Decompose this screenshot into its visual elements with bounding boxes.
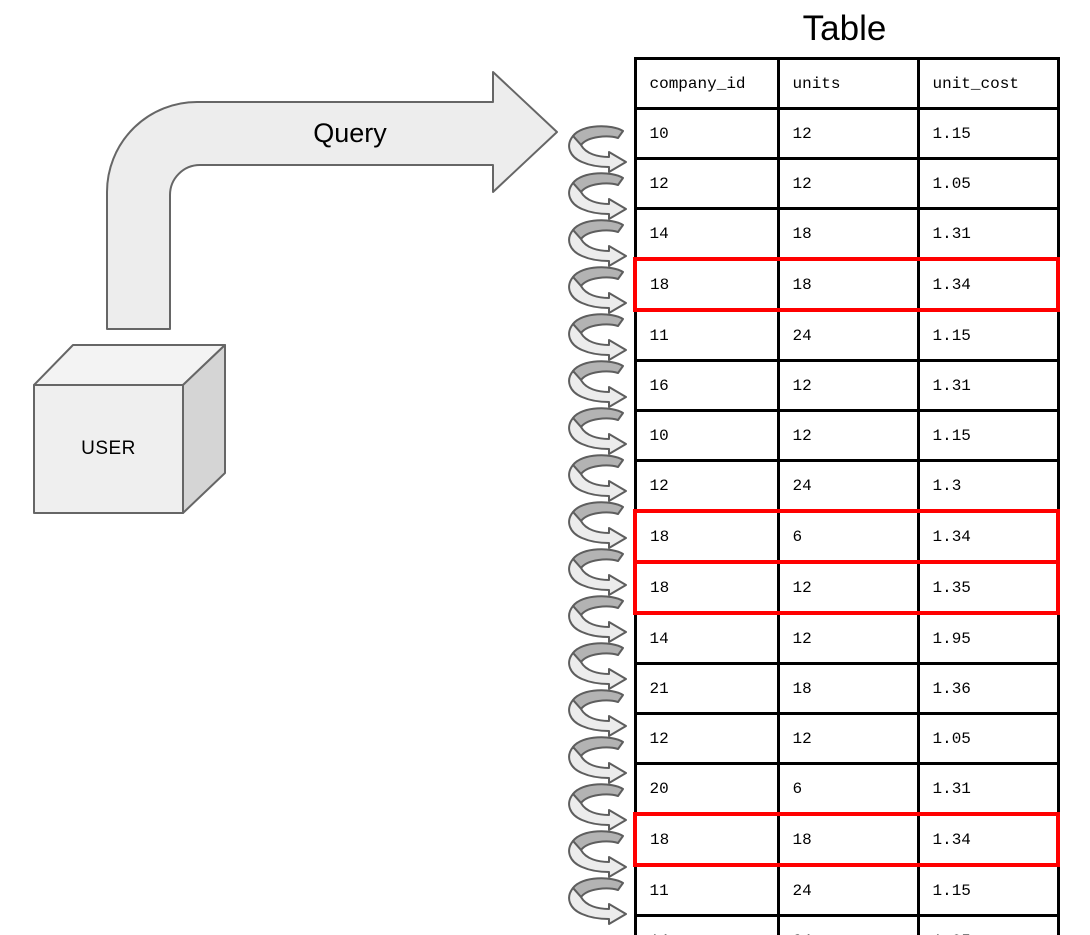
table-title: Table — [802, 9, 887, 48]
table-cell: 1.35 — [916, 560, 1060, 615]
loop-arrow-icon — [568, 830, 627, 878]
table-cell: 12 — [776, 359, 920, 412]
table-cell: 14 — [633, 611, 780, 665]
table-cell: 1.34 — [916, 812, 1060, 867]
loop-arrow-icon — [568, 877, 627, 925]
table-cell: 18 — [776, 207, 920, 261]
table-cell: 18 — [633, 257, 780, 312]
user-box-front-face — [33, 384, 184, 514]
table-cell: 12 — [776, 157, 920, 210]
column-header-unit-cost: unit_cost — [916, 57, 1060, 110]
table-cell: 12 — [776, 560, 920, 615]
loop-arrow-icon — [568, 125, 627, 173]
column-header-units: units — [776, 57, 920, 110]
table-cell: 16 — [633, 359, 780, 412]
table-cell: 1.31 — [916, 762, 1060, 816]
table-cell: 1.15 — [916, 107, 1060, 160]
table-cell: 12 — [633, 712, 780, 765]
table-cell: 11 — [633, 863, 780, 917]
table-cell: 1.31 — [916, 359, 1060, 412]
table-cell: 1.34 — [916, 509, 1060, 564]
loop-arrow-icon — [568, 219, 627, 267]
table-cell: 10 — [633, 409, 780, 462]
table-cell: 18 — [776, 662, 920, 715]
query-arrow-label: Query — [313, 117, 387, 148]
column-header-company-id: company_id — [633, 57, 780, 110]
table-cell: 18 — [633, 509, 780, 564]
table-cell: 18 — [633, 812, 780, 867]
loop-arrow-icon — [568, 783, 627, 831]
table-cell: 1.15 — [916, 409, 1060, 462]
loop-arrow-icon — [568, 313, 627, 361]
table-cell: 1.3 — [916, 459, 1060, 513]
table-cell: 21 — [633, 662, 780, 715]
table-cell: 24 — [776, 914, 920, 935]
table-cell: 14 — [633, 914, 780, 935]
table-cell: 1.15 — [916, 308, 1060, 362]
loop-arrow-icon — [568, 172, 627, 220]
loop-arrow-icon — [568, 548, 627, 596]
table-cell: 1.05 — [916, 914, 1060, 935]
table-cell: 6 — [776, 762, 920, 816]
loop-arrow-icon — [568, 689, 627, 737]
loop-arrows-column — [568, 125, 627, 925]
table-cell: 12 — [633, 459, 780, 513]
table-header-row: company_id units unit_cost — [633, 57, 1060, 110]
table-cell: 1.95 — [916, 611, 1060, 665]
table-cell: 24 — [776, 308, 920, 362]
table-cell: 1.31 — [916, 207, 1060, 261]
table-cell: 6 — [776, 509, 920, 564]
table-cell: 12 — [776, 107, 920, 160]
loop-arrow-icon — [568, 454, 627, 502]
table-cell: 12 — [633, 157, 780, 210]
loop-arrow-icon — [568, 407, 627, 455]
table-cell: 1.15 — [916, 863, 1060, 917]
table-cell: 12 — [776, 409, 920, 462]
table-cell: 18 — [633, 560, 780, 615]
table-row: 14241.05 — [633, 914, 1060, 935]
table-cell: 24 — [776, 863, 920, 917]
loop-arrow-icon — [568, 595, 627, 643]
table-cell: 18 — [776, 257, 920, 312]
query-arrow — [106, 71, 558, 330]
loop-arrow-icon — [568, 360, 627, 408]
table-cell: 18 — [776, 812, 920, 867]
table-cell: 1.36 — [916, 662, 1060, 715]
user-box — [33, 344, 226, 514]
loop-arrow-icon — [568, 501, 627, 549]
table-cell: 12 — [776, 611, 920, 665]
loop-arrow-icon — [568, 266, 627, 314]
table-cell: 14 — [633, 207, 780, 261]
table-cell: 11 — [633, 308, 780, 362]
table-cell: 24 — [776, 459, 920, 513]
table-cell: 10 — [633, 107, 780, 160]
table-cell: 1.05 — [916, 157, 1060, 210]
table-cell: 1.05 — [916, 712, 1060, 765]
user-box-label: USER — [81, 438, 136, 459]
table-cell: 1.34 — [916, 257, 1060, 312]
table-cell: 20 — [633, 762, 780, 816]
table-cell: 12 — [776, 712, 920, 765]
loop-arrow-icon — [568, 736, 627, 784]
loop-arrow-icon — [568, 642, 627, 690]
